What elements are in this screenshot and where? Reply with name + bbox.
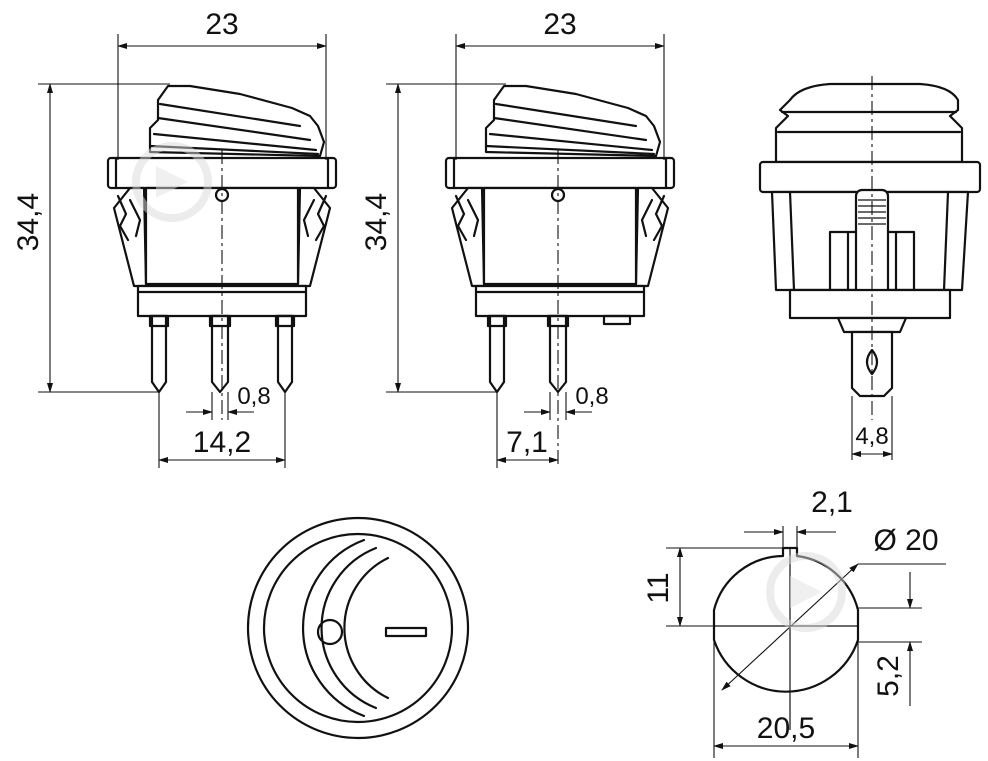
front-view-left xyxy=(106,84,338,420)
pin-thickness-label: 0,8 xyxy=(237,383,270,410)
flat-height-label: 5,2 xyxy=(872,655,905,697)
diameter-label: Ø 20 xyxy=(873,524,938,557)
front-view-middle xyxy=(444,84,676,468)
pin-thickness-label: 0,8 xyxy=(575,383,608,410)
dimensions-cutout: 2,1 Ø 20 11 5,2 20,5 xyxy=(642,486,939,758)
side-view xyxy=(758,76,982,420)
key-depth-label: 11 xyxy=(642,572,675,603)
panel-cutout-view xyxy=(712,546,946,730)
top-view-bezel xyxy=(246,516,470,740)
terminal-pins xyxy=(148,314,296,394)
height-dimension-label: 34,4 xyxy=(12,193,45,251)
dimensions-middle: 23 34,4 0,8 7,1 xyxy=(360,8,665,468)
pin-spacing-label: 7,1 xyxy=(506,426,548,459)
pin-width-label: 4,8 xyxy=(855,423,888,450)
dimensions-side: 4,8 xyxy=(851,396,893,460)
key-width-label: 2,1 xyxy=(811,486,853,519)
off-symbol-icon xyxy=(316,618,344,646)
flat-width-label: 20,5 xyxy=(757,712,815,745)
terminal-pins xyxy=(486,314,632,394)
height-dimension-label: 34,4 xyxy=(360,193,393,251)
on-symbol-icon xyxy=(384,626,428,638)
pin-spacing-label: 14,2 xyxy=(193,426,251,459)
dimensions-left: 23 34,4 0,8 14,2 xyxy=(12,8,327,468)
width-dimension-label: 23 xyxy=(205,8,238,41)
watermark-logo xyxy=(132,142,846,632)
width-dimension-label: 23 xyxy=(543,8,576,41)
